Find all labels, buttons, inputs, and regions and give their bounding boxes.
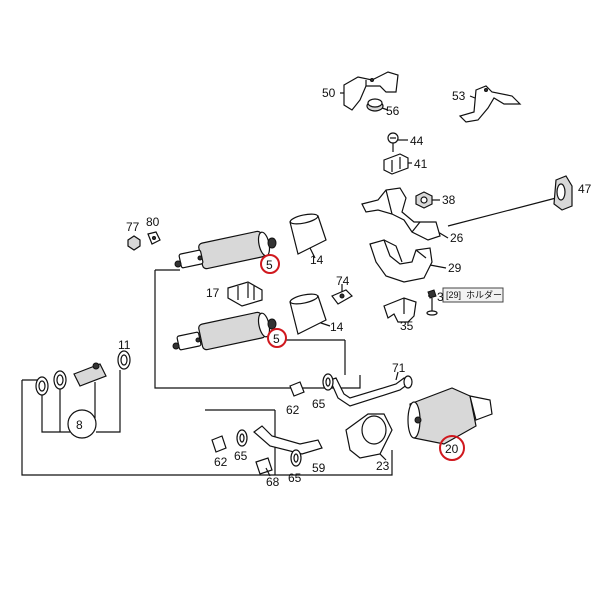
- label-35: 35: [400, 319, 414, 333]
- bracket-53: [458, 85, 522, 123]
- label-5-upper: 5: [266, 258, 273, 272]
- label-56: 56: [386, 104, 400, 118]
- nut-38: [415, 191, 433, 209]
- label-62-lower: 62: [214, 455, 228, 469]
- label-5-lower: 5: [273, 332, 280, 346]
- label-65-bottom: 65: [288, 471, 302, 485]
- label-62-upper: 62: [286, 403, 300, 417]
- clip-41: [383, 153, 409, 175]
- connector-17: [227, 281, 263, 307]
- label-3: 3: [437, 290, 444, 304]
- callout-ref: [29]: [446, 290, 461, 300]
- fuel-pump-lower: [172, 311, 277, 351]
- check-valve: [73, 362, 107, 387]
- washer-65-upper: [322, 373, 334, 391]
- label-50: 50: [322, 86, 336, 100]
- label-47: 47: [578, 182, 592, 196]
- clip-74: [331, 289, 353, 305]
- bracket-35: [383, 297, 417, 323]
- washer-65-bottom: [290, 449, 302, 467]
- label-65-upper: 65: [312, 397, 326, 411]
- label-53: 53: [452, 89, 466, 103]
- label-29: 29: [448, 261, 462, 275]
- holder-ref-callout: [29] ホルダー: [442, 287, 504, 303]
- label-14-upper: 14: [310, 253, 324, 267]
- washer-65-lower: [236, 429, 248, 447]
- label-14-lower: 14: [330, 320, 344, 334]
- damper-47: [553, 175, 573, 211]
- label-26: 26: [450, 231, 464, 245]
- label-41: 41: [414, 157, 428, 171]
- nut-77: [127, 235, 141, 251]
- label-74: 74: [336, 274, 350, 288]
- highlight-ring-5-upper: [260, 254, 280, 274]
- fitting-62-lower: [211, 435, 227, 453]
- fuel-line-59: [253, 425, 323, 455]
- highlight-ring-20: [439, 435, 465, 461]
- label-23: 23: [376, 459, 390, 473]
- label-38: 38: [442, 193, 456, 207]
- label-44: 44: [410, 134, 424, 148]
- bracket-50: [343, 71, 399, 111]
- fuel-line-71: [329, 375, 413, 407]
- bolt-68: [255, 457, 273, 477]
- label-59: 59: [312, 461, 326, 475]
- clamp-23: [345, 413, 393, 461]
- callout-text: ホルダー: [466, 289, 502, 300]
- part-number-labels: 50 56 53 44 41 47 38 26 29 77 80 5 14 17…: [76, 86, 592, 489]
- washer-80: [147, 231, 161, 245]
- bolt-3: [426, 289, 438, 316]
- seal-ring-left: [35, 376, 49, 396]
- label-20: 20: [445, 442, 459, 456]
- label-8: 8: [76, 418, 83, 432]
- sleeve-14-upper: [289, 213, 327, 255]
- group-8-circle: [67, 409, 97, 439]
- screw-44: [387, 132, 399, 152]
- label-80: 80: [146, 215, 160, 229]
- seal-ring-right: [117, 350, 131, 370]
- fuel-filter-20: [407, 387, 493, 445]
- label-65-lower: 65: [234, 449, 248, 463]
- clamp-26: [361, 187, 441, 241]
- label-68: 68: [266, 475, 280, 489]
- sleeve-14-lower: [289, 293, 327, 335]
- fitting-62-upper: [289, 381, 305, 397]
- highlight-ring-5-lower: [267, 328, 287, 348]
- label-17: 17: [206, 286, 220, 300]
- seal-ring-mid: [53, 370, 67, 390]
- label-11: 11: [118, 338, 131, 352]
- label-77: 77: [126, 220, 140, 234]
- nut-56: [366, 98, 384, 112]
- label-71: 71: [392, 361, 406, 375]
- holder-29: [369, 239, 433, 283]
